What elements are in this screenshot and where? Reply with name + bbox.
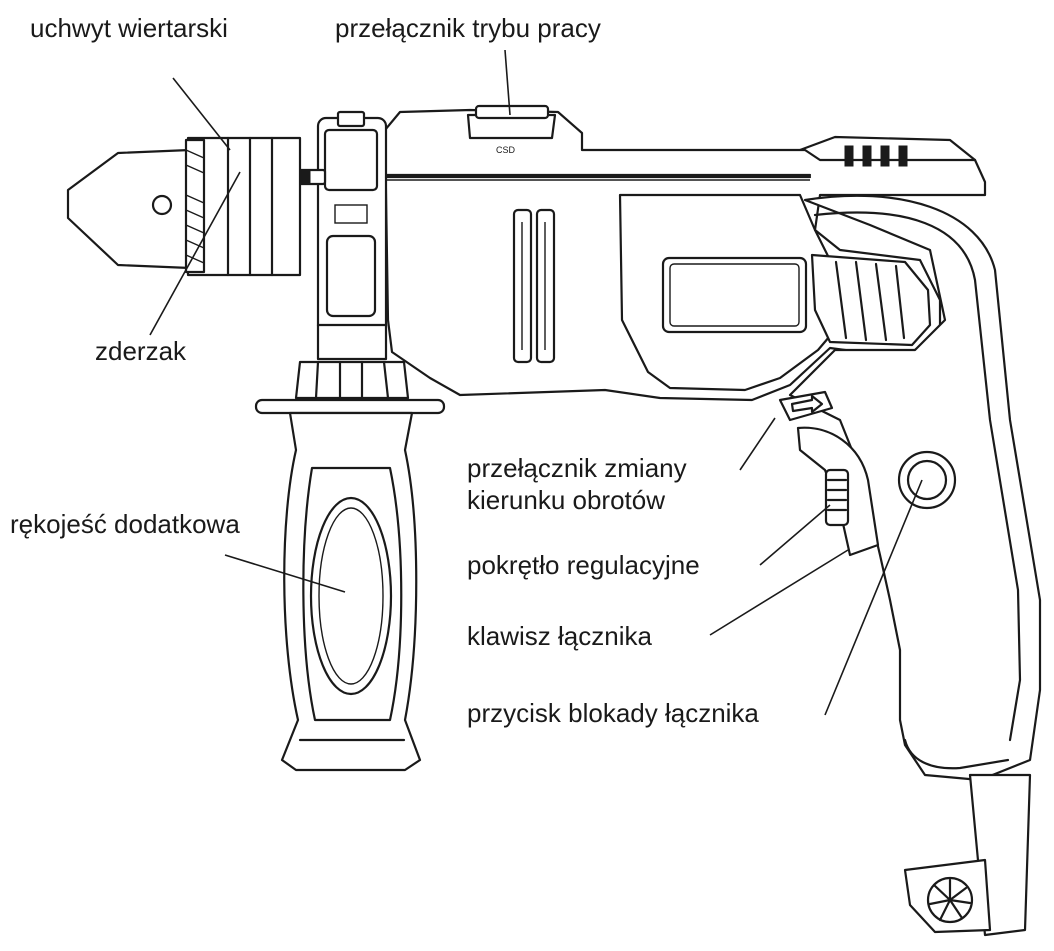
drill-body [383,108,987,402]
label-direction-switch-line2: kierunku obrotów [467,485,665,515]
leader-lines [149,49,923,716]
mode-switch-part: CSD [466,104,557,155]
vents-rear [810,253,932,347]
label-speed-knob: pokrętło regulacyjne [467,550,700,580]
chuck-part [66,136,302,277]
svg-text:CSD: CSD [496,145,516,155]
direction-switch-part [778,390,834,422]
vents-front [512,208,556,364]
trigger-part [796,426,880,557]
label-trigger: klawisz łącznika [467,621,652,651]
label-direction-switch-line1: przełącznik zmiany [467,453,687,483]
aux-handle-part [254,323,446,772]
label-depth-stop: zderzak [95,336,187,366]
lock-button-part [897,450,957,510]
label-aux-handle: rękojeść dodatkowa [10,509,240,539]
label-chuck: uchwyt wiertarski [30,13,228,43]
label-mode-switch: przełącznik trybu pracy [335,13,601,43]
label-lock-button: przycisk blokady łącznika [467,698,759,728]
